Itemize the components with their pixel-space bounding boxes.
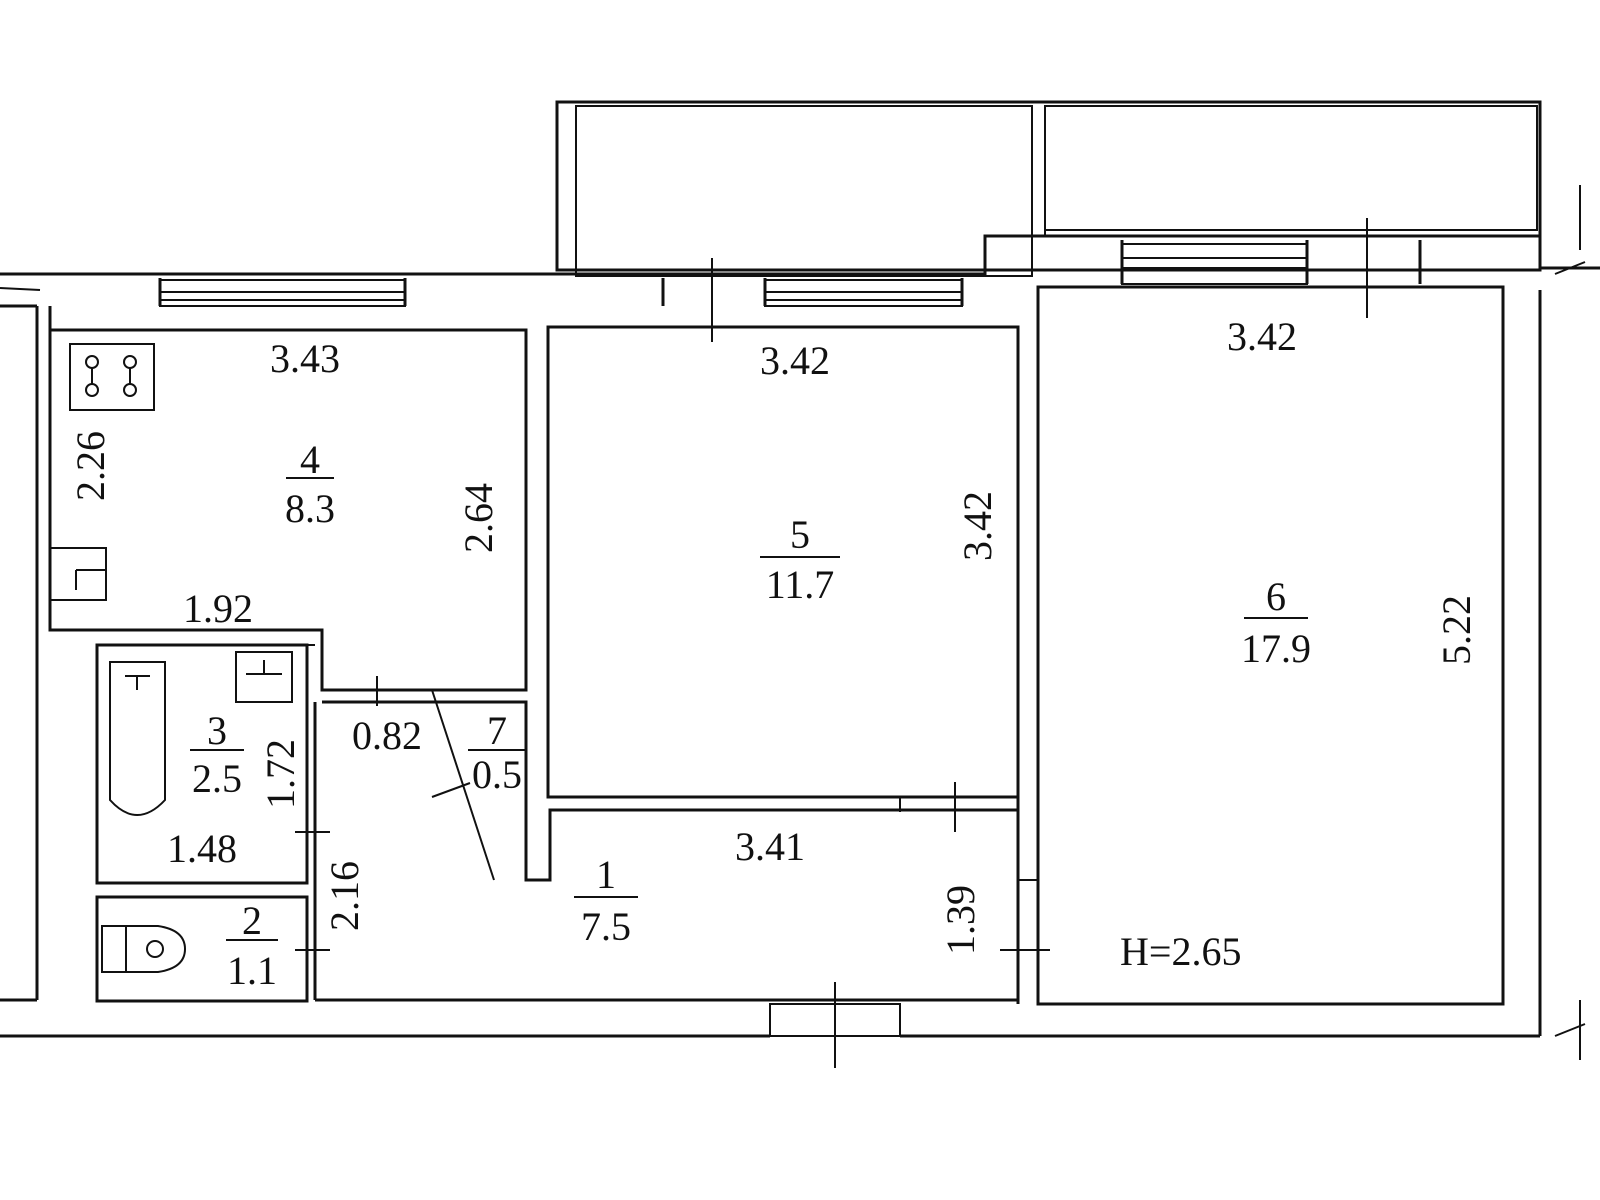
svg-text:6: 6 [1266,574,1286,619]
stove-icon [69,343,155,411]
dim-room6-height: 5.22 [1434,595,1479,665]
dim-kitchen-lower: 1.92 [183,586,253,631]
dim-room5-height: 3.42 [955,491,1000,561]
room-5-label: 5 11.7 [760,512,840,607]
kitchen-sink-icon [49,547,107,601]
dim-kitchen-height: 2.26 [68,431,113,501]
dim-room5-width: 3.42 [760,338,830,383]
svg-text:1.1: 1.1 [227,948,277,993]
room-3-label: 3 2.5 [190,708,244,801]
exterior-walls [0,185,1600,1060]
room-6-label: 6 17.9 [1241,574,1311,671]
dim-hall-height: 1.39 [938,885,983,955]
dim-closet-width: 0.82 [352,713,422,758]
svg-text:3: 3 [207,708,227,753]
svg-text:8.3: 8.3 [285,486,335,531]
room-7-label: 7 0.5 [468,708,526,797]
svg-text:2.5: 2.5 [192,756,242,801]
svg-text:5: 5 [790,512,810,557]
svg-text:1: 1 [596,852,616,897]
dim-kitchen-width: 3.43 [270,336,340,381]
dim-hall-width: 3.41 [735,824,805,869]
room-1-label: 1 7.5 [574,852,638,949]
interior-walls [48,285,1505,1037]
washbasin-icon [235,651,293,703]
svg-text:11.7: 11.7 [766,562,835,607]
svg-text:0.5: 0.5 [472,752,522,797]
svg-text:4: 4 [300,437,320,482]
dim-room6-width: 3.42 [1227,314,1297,359]
toilet-icon [101,925,187,973]
svg-text:7: 7 [487,708,507,753]
room-4-label: 4 8.3 [285,437,335,531]
dim-wc-height: 2.16 [322,861,367,931]
dimension-ticks [0,218,1586,1068]
bathtub-icon [109,661,166,816]
dim-kitchen-depth: 2.64 [456,483,501,553]
balcony [555,100,1542,277]
ceiling-height-label: H=2.65 [1120,929,1241,974]
svg-text:17.9: 17.9 [1241,626,1311,671]
dim-bath-width: 1.48 [167,826,237,871]
dim-bath-height: 1.72 [258,739,303,809]
svg-text:7.5: 7.5 [581,904,631,949]
room-2-label: 2 1.1 [226,898,278,993]
svg-text:2: 2 [242,898,262,943]
